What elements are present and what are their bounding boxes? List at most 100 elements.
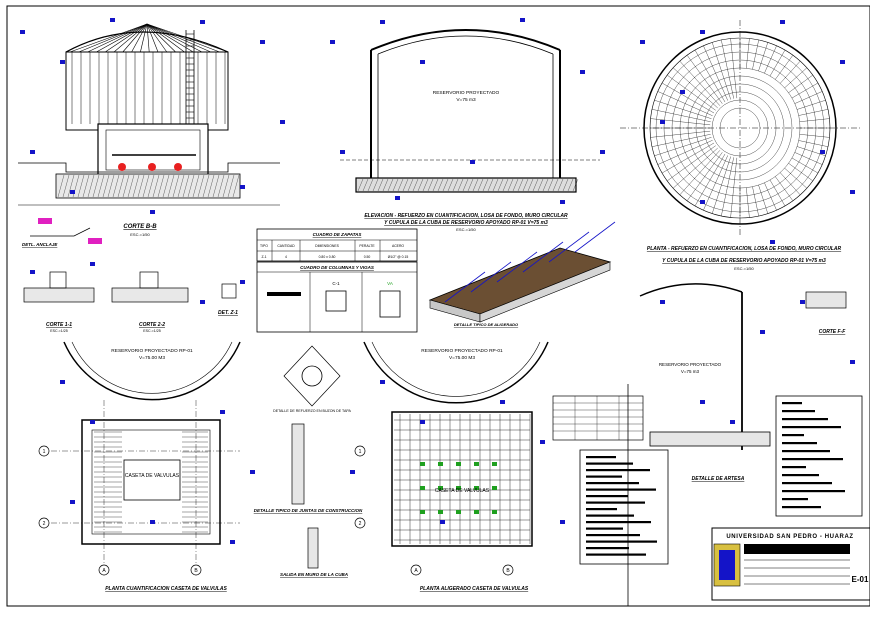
radial-bar: [657, 91, 713, 116]
hatch-line: [402, 178, 409, 192]
axis-a-b: A: [414, 568, 418, 574]
anclaje-title: DETL. ANCLAJE: [22, 242, 58, 247]
callout-marker: [60, 380, 65, 384]
note-line: [586, 488, 656, 491]
rib-bar: [470, 261, 512, 293]
elevacion-title-2: Y CUPULA DE LA CUBA DE RESERVORIO APOYAD…: [384, 220, 548, 226]
hatch-line: [567, 178, 574, 192]
dome-rib: [146, 23, 176, 53]
notes-block: [552, 395, 863, 565]
dome-rib: [146, 23, 229, 53]
note-line: [586, 514, 634, 517]
callout-marker: [20, 30, 25, 34]
note-line: [782, 482, 832, 485]
zap-c-2: 0.80 x 0.80: [319, 255, 336, 259]
note-line: [782, 498, 808, 501]
caseta-label-b: CASETA DE VALVULAS: [435, 488, 490, 494]
aligerado-isometric: DETALLE TIPICO DE ALIGERADO: [428, 221, 616, 327]
green-marker: [438, 486, 443, 490]
dome-rib: [146, 23, 150, 53]
hatch-line: [177, 174, 185, 198]
hatch-line: [217, 174, 225, 198]
hatch-line: [397, 178, 404, 192]
callout-marker: [420, 60, 425, 64]
zap-h-3: PERALTE: [359, 244, 375, 248]
hatch-line: [522, 178, 529, 192]
hatch-line: [377, 178, 384, 192]
dome-rib: [69, 23, 148, 53]
radial-bar: [703, 45, 728, 101]
callout-marker: [280, 120, 285, 124]
note-line: [782, 402, 802, 405]
note-line: [586, 547, 629, 550]
callout-marker: [240, 280, 245, 284]
rib-bar: [522, 241, 564, 273]
note-line: [782, 426, 841, 429]
callout-marker: [30, 150, 35, 154]
callout-marker: [420, 420, 425, 424]
callout-marker: [200, 300, 205, 304]
hatch-line: [432, 178, 439, 192]
hatch-line: [407, 178, 414, 192]
callout-marker: [380, 380, 385, 384]
callout-marker: [580, 70, 585, 74]
detalle-refuerzo-label: DETALLE DE REFUERZO EN BUZON DE TAPA: [273, 409, 351, 413]
hatch-line: [362, 178, 369, 192]
hatch-line: [512, 178, 519, 192]
green-marker: [438, 510, 443, 514]
radial-bar: [798, 109, 829, 116]
callout-marker: [70, 500, 75, 504]
callout-marker: [850, 190, 855, 194]
hatch-line: [212, 174, 220, 198]
green-marker: [492, 462, 497, 466]
callout-marker: [230, 540, 235, 544]
radial-bar: [769, 179, 786, 207]
hatch-line: [102, 174, 110, 198]
hatch-line: [542, 178, 549, 192]
elev-volumen-label: V=75 m3: [456, 97, 476, 103]
rib-bar: [444, 271, 486, 303]
radial-bar: [746, 38, 750, 69]
callout-marker: [350, 470, 355, 474]
rp01-label-a: RESERVORIO PROYECTADO RP-01: [111, 348, 193, 354]
ff-volumen-label: V=75 m3: [681, 369, 700, 374]
hatch-line: [417, 178, 424, 192]
zap-h-0: TIPO: [260, 244, 268, 248]
note-line: [586, 469, 650, 472]
radial-bar: [752, 39, 759, 70]
hatch-line: [112, 174, 120, 198]
note-line: [782, 418, 828, 421]
green-marker: [474, 510, 479, 514]
rib-bar: [548, 231, 590, 263]
junction-details: DETALLE DE REFUERZO EN BUZON DE TAPA DET…: [254, 345, 363, 577]
radial-bar: [797, 146, 826, 156]
green-marker: [456, 462, 461, 466]
det-z1-title: DET. Z-1: [218, 310, 238, 316]
callout-marker: [770, 240, 775, 244]
hatch-line: [152, 174, 160, 198]
vol-label-b: V=75.00 M3: [449, 355, 475, 361]
sheet-code: E-01: [852, 575, 869, 584]
hatch-line: [162, 174, 170, 198]
radial-bar: [752, 186, 759, 217]
hatch-line: [367, 178, 374, 192]
radial-bar: [788, 163, 813, 182]
ff-reservorio-label: RESERVORIO PROYECTADO: [659, 362, 722, 367]
axis-b-b: B: [506, 568, 510, 574]
callout-marker: [840, 60, 845, 64]
radial-bar: [799, 134, 830, 138]
note-line: [586, 508, 617, 511]
callout-marker: [660, 120, 665, 124]
dome-rib: [146, 23, 194, 53]
vol-label-a: V=75.00 M3: [139, 355, 165, 361]
hatch-line: [572, 178, 579, 192]
note-line: [586, 527, 623, 530]
hatch-line: [202, 174, 210, 198]
planta-refuerzo-scale: ESC.=1/50: [734, 266, 754, 271]
cuadro-columnas-title: CUADRO DE COLUMNAS Y VIGAS: [300, 265, 374, 270]
radial-bar: [791, 82, 819, 99]
green-marker: [474, 486, 479, 490]
hatch-line: [357, 178, 364, 192]
green-marker: [438, 462, 443, 466]
radial-bar: [746, 187, 750, 218]
